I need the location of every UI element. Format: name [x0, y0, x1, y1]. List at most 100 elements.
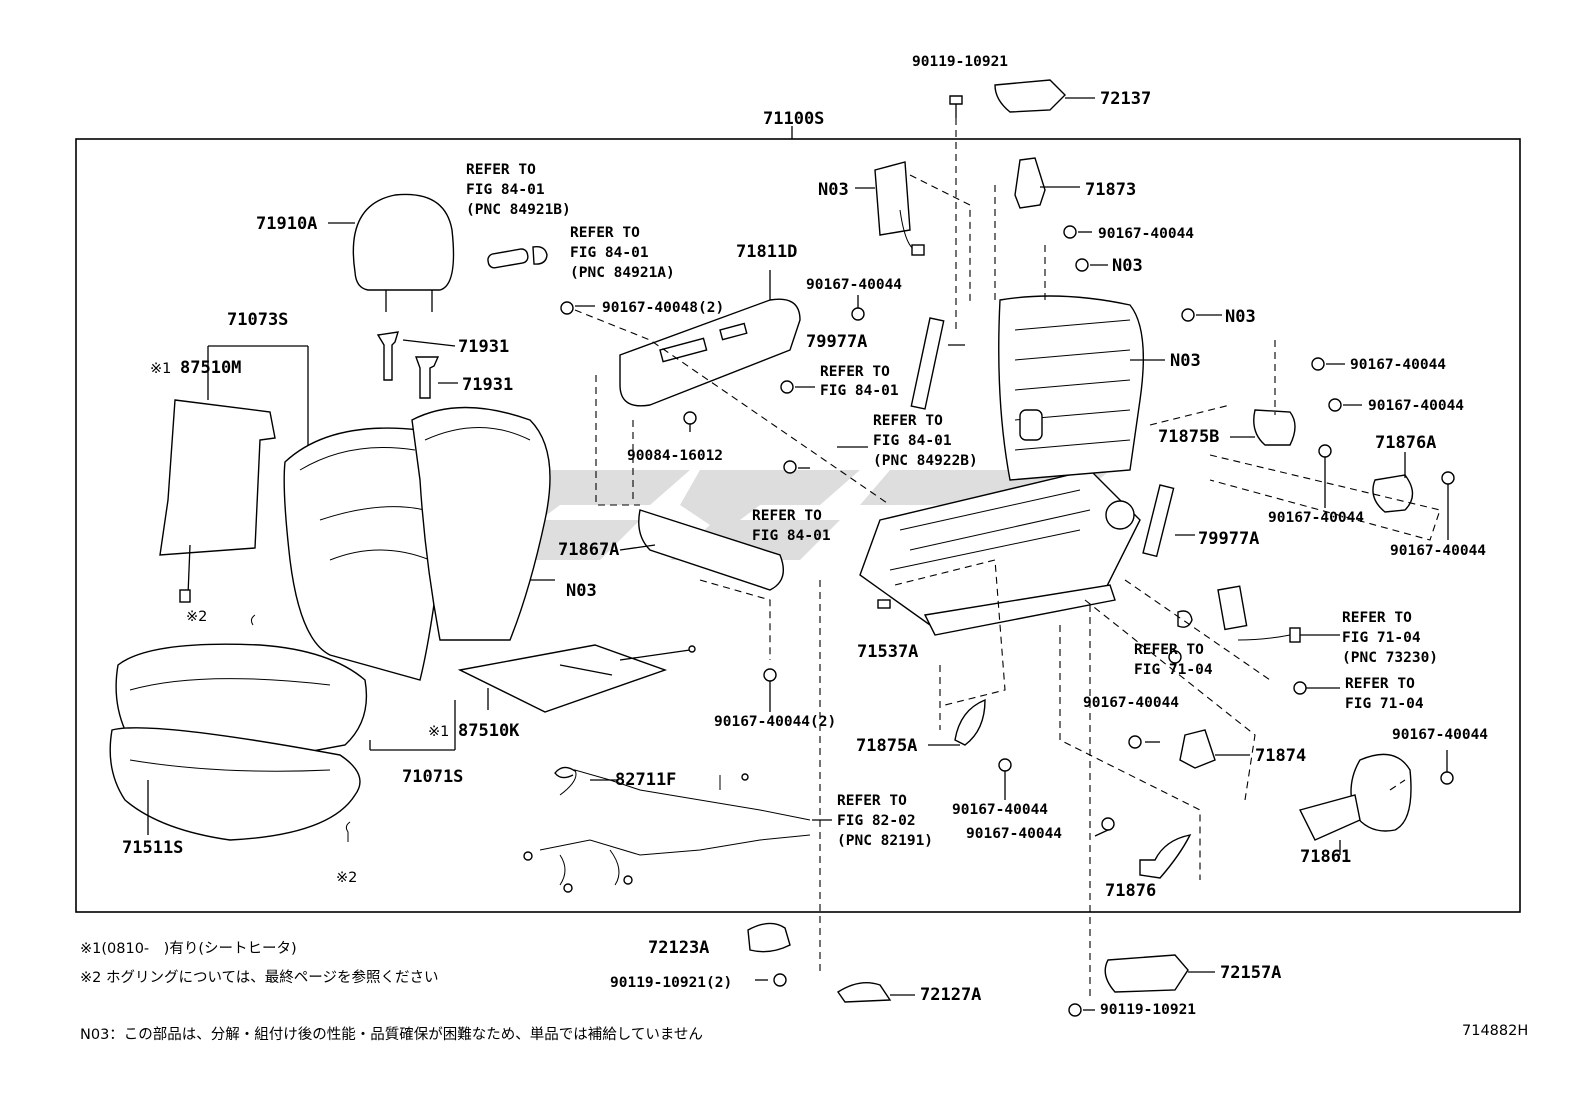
label-79977a-left: 79977A — [806, 332, 867, 352]
label-90167-40044-71876: 90167-40044 — [966, 826, 1062, 842]
screw-icon — [1128, 735, 1142, 749]
label-71876a: 71876A — [1375, 433, 1436, 453]
lever-knob-71861 — [1298, 753, 1412, 855]
screw-icon — [780, 380, 794, 394]
label-87510m: 87510M — [180, 358, 241, 378]
cushion-heater-87510k — [457, 644, 696, 713]
screw-icon — [1063, 225, 1077, 239]
switch-knob-84921b — [487, 245, 548, 269]
seat-frame-n03 — [859, 295, 1165, 636]
track-cover-71876a — [1372, 474, 1414, 513]
seat-back-cover-71073s — [283, 427, 444, 681]
label-90167-40044-71874: 90167-40044 — [1083, 695, 1179, 711]
screw-icon — [783, 460, 797, 474]
headrest-71910a — [328, 193, 455, 312]
wire-harness-82711f — [523, 766, 811, 893]
label-71874: 71874 — [1255, 746, 1306, 766]
bracket-71874 — [1179, 729, 1216, 769]
refer-84-01-c-line2: FIG 84-01 — [820, 383, 899, 399]
label-90167-40044-r3: 90167-40044 — [1268, 510, 1364, 526]
top-pad-n03 — [855, 161, 925, 256]
label-n03-nut-b: N03 — [1225, 307, 1256, 327]
label-n03-top: N03 — [818, 180, 849, 200]
label-90084-16012: 90084-16012 — [627, 448, 723, 464]
refer-84922b-line1: REFER TO — [873, 413, 943, 429]
cover-72127a — [837, 982, 892, 1003]
label-71931-a: 71931 — [458, 337, 509, 357]
label-71931-b: 71931 — [462, 375, 513, 395]
recliner-cover-79977a-right — [1142, 484, 1175, 558]
shield-trim-71867a — [619, 509, 784, 591]
nut-icon — [1075, 258, 1089, 272]
label-71875a: 71875A — [856, 736, 917, 756]
label-90167-40044-71861: 90167-40044 — [1392, 727, 1488, 743]
screw-icon — [1440, 771, 1454, 785]
refer-82191-line3: (PNC 82191) — [837, 833, 933, 849]
label-71073s: 71073S — [227, 310, 288, 330]
refer-82191-line2: FIG 82-02 — [837, 813, 916, 829]
refer-84921a-line2: FIG 84-01 — [570, 245, 649, 261]
cover-72157a — [1104, 954, 1189, 993]
refer-84-01-e-line2: FIG 84-01 — [752, 528, 831, 544]
refer-84921b-line2: FIG 84-01 — [466, 182, 545, 198]
drawing-code: 714882H — [1462, 1023, 1528, 1039]
hog-ring-icon — [250, 614, 256, 626]
screw-icon — [1328, 398, 1342, 412]
label-71876: 71876 — [1105, 881, 1156, 901]
side-shield-71811d — [619, 270, 801, 407]
bolt-icon — [1068, 1003, 1082, 1017]
mark-1-87510k: ※1 — [428, 724, 449, 740]
screw-icon — [763, 668, 777, 682]
refer-84922b-line3: (PNC 84922B) — [873, 453, 978, 469]
mark-2-b: ※2 — [336, 870, 357, 886]
label-n03-back-pad: N03 — [566, 581, 597, 601]
refer-84921a-line1: REFER TO — [570, 225, 640, 241]
refer-84921b-line1: REFER TO — [466, 162, 536, 178]
track-cover-71876 — [1139, 834, 1192, 879]
label-72157a: 72157A — [1220, 963, 1281, 983]
footnote-n03: N03：この部品は、分解・組付け後の性能・品質確保が困難なため、単品では補給して… — [80, 1025, 703, 1043]
refer-73230-line3: (PNC 73230) — [1342, 650, 1438, 666]
refer-84921b-line3: (PNC 84921B) — [466, 202, 571, 218]
label-71100s: 71100S — [763, 109, 824, 129]
bolt-icon — [773, 973, 787, 987]
label-72123a: 72123A — [648, 938, 709, 958]
label-79977a-right: 79977A — [1198, 529, 1259, 549]
label-n03-nut-a: N03 — [1112, 256, 1143, 276]
screw-icon — [1318, 444, 1332, 458]
refer-71-04-c-line1: REFER TO — [1345, 676, 1415, 692]
track-cover-71875a — [928, 698, 986, 746]
seat-cushion-pad-71511s — [109, 727, 361, 841]
label-71537a: 71537A — [857, 642, 918, 662]
screw-icon — [1311, 357, 1325, 371]
refer-84921a-line3: (PNC 84921A) — [570, 265, 675, 281]
label-90167-40044-r4: 90167-40044 — [1390, 543, 1486, 559]
refer-71-04-a-line2: FIG 71-04 — [1134, 662, 1213, 678]
label-90167-40048: 90167-40048(2) — [602, 300, 724, 316]
seat-back-pad-n03 — [411, 406, 555, 641]
refer-71-04-a-line1: REFER TO — [1134, 642, 1204, 658]
headrest-support-pair — [376, 331, 458, 399]
label-82711f: 82711F — [615, 770, 676, 790]
label-90167-40044-tr1: 90167-40044 — [1098, 226, 1194, 242]
screw-icon — [1101, 817, 1115, 831]
refer-84-01-c-line1: REFER TO — [820, 364, 890, 380]
label-90167-40044-r2: 90167-40044 — [1368, 398, 1464, 414]
label-71511s: 71511S — [122, 838, 183, 858]
refer-73230-line1: REFER TO — [1342, 610, 1412, 626]
track-bracket-71537a — [877, 599, 891, 609]
mark-1-87510m: ※1 — [150, 361, 171, 377]
cover-72137 — [994, 79, 1066, 113]
label-71875b: 71875B — [1158, 427, 1219, 447]
footnote-1: ※1(0810- )有り(シートヒータ) — [80, 940, 297, 957]
track-cover-71875b — [1230, 409, 1296, 446]
top-bracket-71873 — [1014, 157, 1080, 209]
label-71867a: 71867A — [558, 540, 619, 560]
cover-72123a — [747, 922, 791, 953]
refer-73230-line2: FIG 71-04 — [1342, 630, 1421, 646]
footnote-2: ※2 ホグリングについては、最終ページを参照ください — [80, 969, 438, 986]
label-87510k: 87510K — [458, 721, 520, 741]
screw-icon — [683, 411, 697, 425]
recliner-cover-79977a-left — [910, 317, 945, 410]
label-71873: 71873 — [1085, 180, 1136, 200]
